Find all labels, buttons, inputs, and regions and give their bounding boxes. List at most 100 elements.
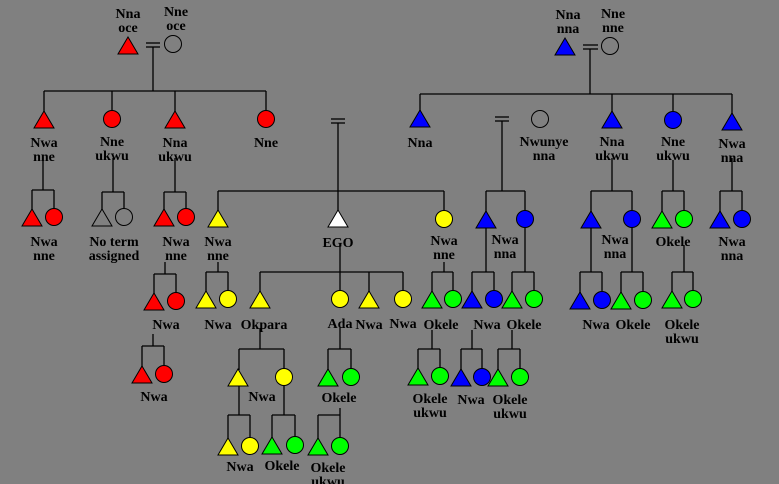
person-sz_c1: Okele bbox=[421, 290, 459, 333]
person-mb0_g4 bbox=[525, 290, 543, 308]
kin-term-label: Okele bbox=[424, 318, 459, 333]
male-triangle-icon bbox=[227, 368, 249, 387]
kin-term-label: nna bbox=[721, 249, 744, 264]
kin-term-label: Nwa bbox=[162, 235, 189, 250]
male-triangle-icon bbox=[33, 110, 55, 129]
male-triangle-icon bbox=[21, 208, 43, 227]
kin-term-label: Nwa bbox=[30, 235, 57, 250]
kin-term-label: Okele bbox=[616, 318, 651, 333]
kin-term-label: Nne bbox=[100, 135, 124, 150]
kin-term-label: assigned bbox=[89, 249, 140, 264]
person-c3d2 bbox=[155, 365, 173, 383]
kin-term-label: Nwunye bbox=[519, 135, 568, 150]
kin-term-label: Nwa bbox=[457, 393, 484, 408]
female-circle-icon bbox=[219, 290, 237, 308]
person-c3b bbox=[177, 208, 195, 226]
male-triangle-icon bbox=[358, 290, 380, 309]
female-circle-icon bbox=[155, 365, 173, 383]
person-mb1_g1: Nwa bbox=[569, 291, 610, 333]
female-circle-icon bbox=[177, 208, 195, 226]
person-mb0_g2 bbox=[485, 290, 503, 308]
male-triangle-icon bbox=[164, 110, 186, 129]
kin-term-label: Nwa bbox=[582, 318, 609, 333]
female-circle-icon bbox=[593, 291, 611, 309]
male-triangle-icon bbox=[421, 290, 443, 309]
male-triangle-icon bbox=[317, 368, 339, 387]
kin-term-label: Nwa bbox=[718, 137, 745, 152]
male-triangle-icon bbox=[131, 365, 153, 384]
female-circle-icon bbox=[511, 368, 529, 386]
person-e_c3: Nwa bbox=[355, 290, 383, 333]
male-triangle-icon bbox=[327, 209, 349, 228]
kin-term-label: Nwa bbox=[204, 318, 231, 333]
female-circle-icon bbox=[733, 210, 751, 228]
male-triangle-icon bbox=[450, 368, 472, 387]
female-circle-icon bbox=[664, 111, 682, 129]
person-m_b0: Nna bbox=[408, 109, 433, 151]
person-mb0_c2 bbox=[516, 210, 534, 228]
kin-term-label: nne bbox=[165, 249, 187, 264]
people-nodes: NnaoceNneoceNnannaNnenneNwanneNneukwuNna… bbox=[21, 5, 751, 484]
female-circle-icon bbox=[342, 368, 360, 386]
kin-term-label: ukwu bbox=[158, 150, 192, 165]
female-circle-icon bbox=[601, 37, 619, 55]
person-c2b bbox=[115, 208, 133, 226]
male-triangle-icon bbox=[610, 291, 632, 310]
female-circle-icon bbox=[531, 110, 549, 128]
male-triangle-icon bbox=[409, 109, 431, 128]
kin-term-label: ukwu bbox=[595, 149, 629, 164]
person-mz1_c2 bbox=[675, 210, 693, 228]
person-ada_c2 bbox=[342, 368, 360, 386]
male-triangle-icon bbox=[651, 210, 673, 229]
kin-term-label: ukwu bbox=[311, 475, 345, 484]
person-c1b bbox=[45, 208, 63, 226]
male-triangle-icon bbox=[709, 210, 731, 229]
kin-term-label: ukwu bbox=[493, 407, 527, 422]
kin-term-label: nna bbox=[557, 22, 580, 37]
person-c3c1: Nwa bbox=[143, 292, 180, 333]
male-triangle-icon bbox=[153, 208, 175, 227]
person-mb0_g1: Nwa bbox=[461, 290, 501, 333]
female-circle-icon bbox=[331, 437, 349, 455]
male-triangle-icon bbox=[554, 37, 576, 56]
person-e_c4: Nwa bbox=[389, 290, 417, 332]
female-circle-icon bbox=[167, 292, 185, 310]
female-circle-icon bbox=[485, 290, 503, 308]
female-circle-icon bbox=[473, 368, 491, 386]
kin-term-label: Ada bbox=[328, 317, 353, 332]
person-ok_g4 bbox=[286, 436, 304, 454]
person-c3d1: Nwa bbox=[131, 365, 168, 405]
person-f_z2: Nne bbox=[254, 110, 278, 151]
male-triangle-icon bbox=[261, 436, 283, 455]
kin-term-label: Okele bbox=[265, 459, 300, 474]
kin-term-label: nne bbox=[207, 249, 229, 264]
person-mb1_g2 bbox=[593, 291, 611, 309]
person-ok_g1: Nwa bbox=[217, 437, 254, 475]
kin-term-label: Okele bbox=[507, 318, 542, 333]
person-e_c2: Ada bbox=[328, 290, 353, 332]
kin-term-label: Nwa bbox=[204, 235, 231, 250]
person-szc_g2 bbox=[431, 367, 449, 385]
kin-term-label: nne bbox=[33, 150, 55, 165]
female-circle-icon bbox=[634, 291, 652, 309]
female-circle-icon bbox=[675, 210, 693, 228]
kin-term-label: ukwu bbox=[656, 149, 690, 164]
kin-term-label: Nwa bbox=[140, 390, 167, 405]
male-triangle-icon bbox=[117, 36, 139, 55]
kin-term-label: Nwa bbox=[430, 234, 457, 249]
kin-term-label: nne bbox=[33, 249, 55, 264]
kin-term-label: nna bbox=[533, 149, 556, 164]
kin-term-label: Nna bbox=[408, 136, 433, 151]
kin-term-label: oce bbox=[118, 21, 137, 36]
female-circle-icon bbox=[431, 367, 449, 385]
